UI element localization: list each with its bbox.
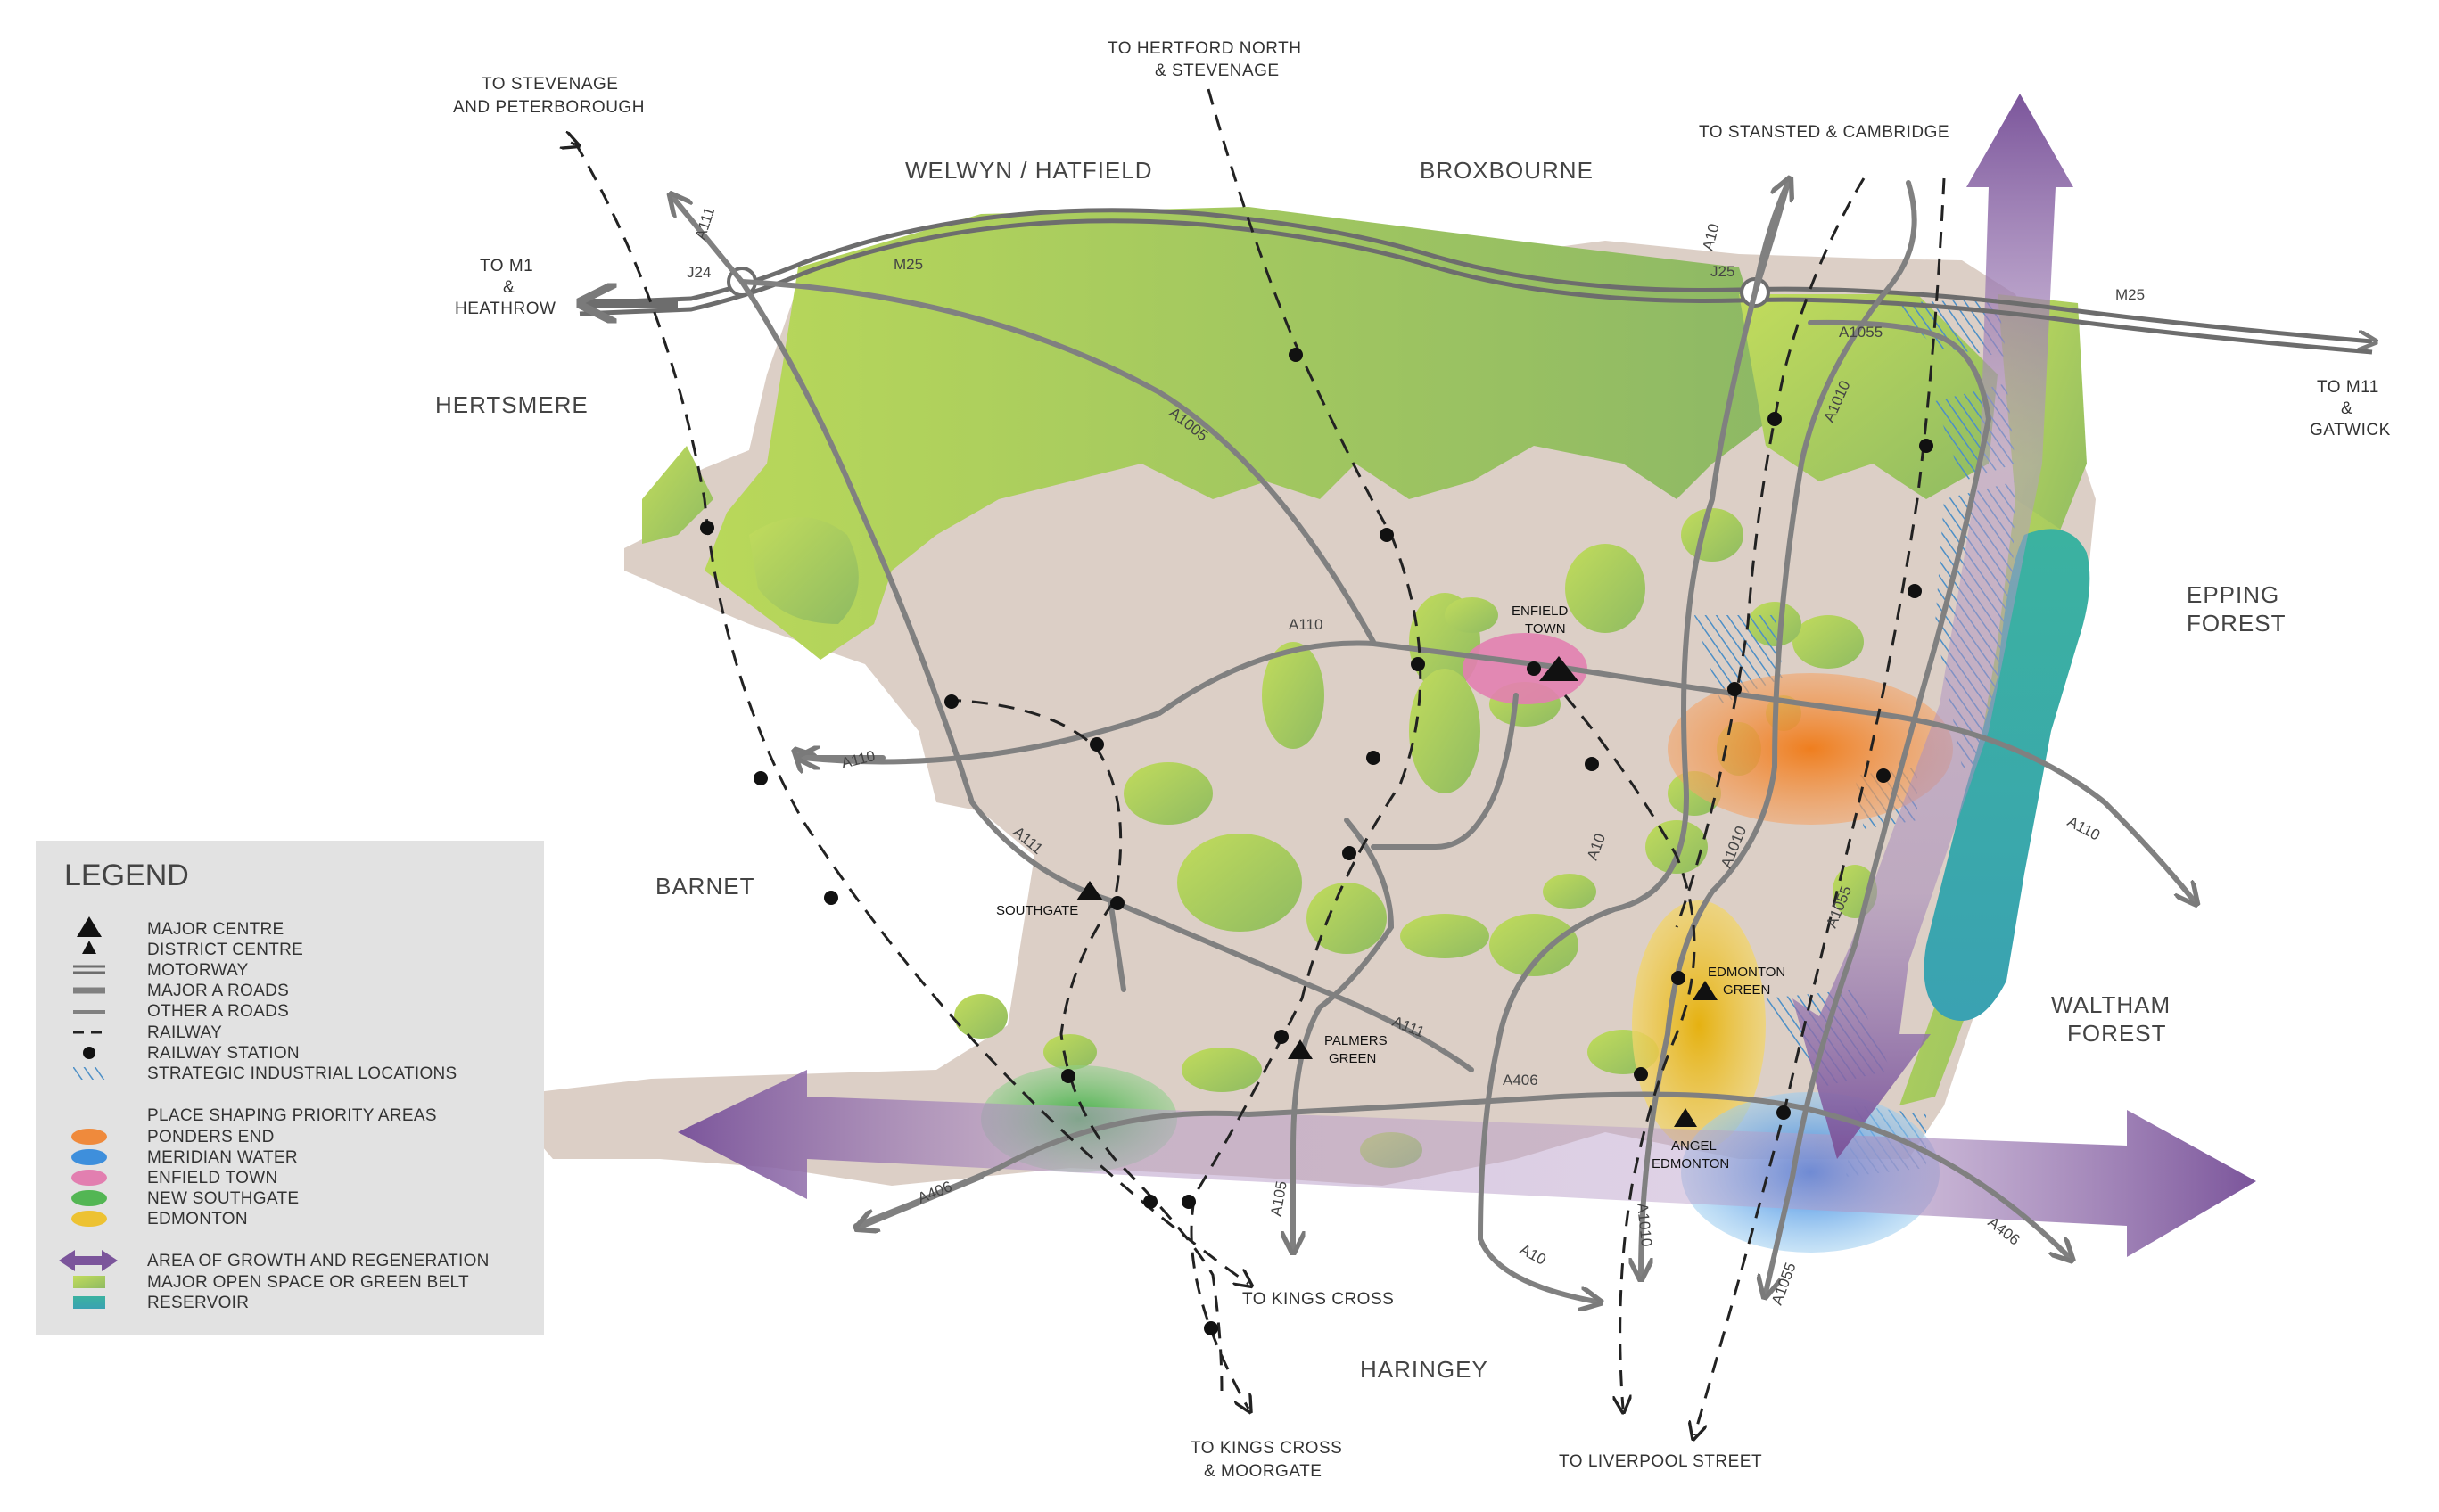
district-centre-edmonton-green: [1693, 981, 1718, 1000]
place-angel-1: ANGEL: [1671, 1138, 1717, 1154]
dest-kings-moorgate-2: & MOORGATE: [1204, 1462, 1322, 1481]
legend-title: LEGEND: [64, 859, 189, 892]
place-edmonton-green-2: GREEN: [1723, 982, 1770, 998]
legend-enfield-town: ENFIELD TOWN: [147, 1169, 277, 1187]
road-m25-east: M25: [2115, 286, 2145, 303]
reservoir: [1924, 529, 2090, 1021]
dest-stevenage-1: TO STEVENAGE: [482, 75, 618, 94]
place-edmonton-green-1: EDMONTON: [1708, 965, 1785, 980]
legend-growth: AREA OF GROWTH AND REGENERATION: [147, 1252, 490, 1270]
legend: LEGEND MAJOR CENTRE DISTRICT CENTRE MOTO…: [36, 841, 544, 1335]
legend-place-shaping: PLACE SHAPING PRIORITY AREAS: [147, 1106, 437, 1125]
label-waltham-1: WALTHAM: [2051, 991, 2171, 1018]
road-a406-mid: A406: [1503, 1072, 1538, 1089]
legend-station: RAILWAY STATION: [147, 1044, 300, 1063]
legend-enfield-town-symbol: [71, 1170, 107, 1186]
legend-ponders-end: PONDERS END: [147, 1128, 275, 1146]
place-enfield-2: TOWN: [1525, 621, 1566, 637]
road-j25: J25: [1710, 263, 1734, 280]
district-centre-palmers-green: [1288, 1040, 1313, 1059]
dest-m11-3: GATWICK: [2310, 421, 2391, 440]
legend-district-centre: DISTRICT CENTRE: [147, 941, 303, 959]
legend-industrial: STRATEGIC INDUSTRIAL LOCATIONS: [147, 1064, 457, 1083]
dest-m1-1: TO M1: [480, 257, 533, 275]
legend-station-symbol: [83, 1047, 95, 1059]
legend-other-a: OTHER A ROADS: [147, 1002, 289, 1021]
place-southgate: SOUTHGATE: [996, 903, 1078, 918]
road-a110-east: A110: [2064, 813, 2103, 844]
label-waltham-2: FOREST: [2067, 1020, 2166, 1047]
road-a1010-south: A1010: [1634, 1202, 1655, 1247]
legend-major-a: MAJOR A ROADS: [147, 982, 289, 1000]
green-west-1: [642, 446, 713, 544]
other-a-roads: [673, 183, 2194, 1302]
place-palmers-2: GREEN: [1329, 1051, 1376, 1066]
label-epping-1: EPPING: [2187, 581, 2279, 608]
enfield-town-area: [1463, 633, 1587, 704]
legend-panel: [36, 841, 544, 1335]
dest-m1-3: HEATHROW: [455, 300, 556, 318]
legend-meridian-water: MERIDIAN WATER: [147, 1148, 298, 1167]
label-broxbourne: BROXBOURNE: [1420, 157, 1594, 184]
district-centre-angel-edmonton: [1674, 1108, 1697, 1127]
legend-motorway: MOTORWAY: [147, 961, 249, 980]
place-enfield-1: ENFIELD: [1512, 604, 1569, 619]
green-west-2: [749, 517, 859, 624]
road-a111-north: A111: [692, 205, 719, 242]
growth-arrow-east-west: [678, 1070, 2256, 1257]
legend-railway: RAILWAY: [147, 1023, 222, 1042]
legend-new-southgate-symbol: [71, 1190, 107, 1206]
dest-liverpool-street: TO LIVERPOOL STREET: [1559, 1452, 1762, 1471]
road-a10-south: A10: [1517, 1241, 1549, 1269]
legend-ponders-end-symbol: [71, 1129, 107, 1145]
legend-new-southgate: NEW SOUTHGATE: [147, 1189, 299, 1208]
road-m25-west: M25: [894, 256, 923, 273]
ponders-end-area: [1668, 673, 1953, 825]
legend-open-space-symbol: [73, 1276, 105, 1288]
legend-motorway-symbol: [73, 965, 105, 974]
dest-kings-moorgate-1: TO KINGS CROSS: [1191, 1439, 1342, 1458]
legend-reservoir-symbol: [73, 1296, 105, 1309]
major-centre-enfield-town: [1539, 656, 1578, 681]
district-centre-southgate: [1076, 881, 1103, 900]
legend-growth-symbol: [59, 1250, 118, 1271]
legend-edmonton: EDMONTON: [147, 1210, 248, 1228]
label-barnet: BARNET: [655, 873, 754, 900]
motorway-m25: [579, 208, 2372, 355]
dest-m11-2: &: [2341, 399, 2352, 418]
legend-district-centre-symbol: [82, 941, 96, 954]
legend-open-space: MAJOR OPEN SPACE OR GREEN BELT: [147, 1273, 469, 1292]
dest-hertford-1: TO HERTFORD NORTH: [1108, 39, 1302, 58]
label-haringey: HARINGEY: [1360, 1356, 1488, 1383]
edmonton-area: [1632, 900, 1766, 1150]
road-a110-north: A110: [1289, 616, 1322, 633]
legend-industrial-symbol: [73, 1067, 105, 1080]
road-j24: J24: [687, 264, 711, 281]
legend-major-centre: MAJOR CENTRE: [147, 920, 284, 939]
place-palmers-1: PALMERS: [1324, 1033, 1388, 1048]
dest-kings-cross: TO KINGS CROSS: [1242, 1290, 1394, 1309]
legend-reservoir: RESERVOIR: [147, 1294, 249, 1312]
label-hertsmere: HERTSMERE: [435, 391, 589, 418]
legend-meridian-water-symbol: [71, 1149, 107, 1165]
road-a10-north: A10: [1700, 222, 1723, 252]
label-welwyn-hatfield: WELWYN / HATFIELD: [905, 157, 1153, 184]
label-epping-2: FOREST: [2187, 610, 2286, 637]
growth-arrow-north-south: [1792, 94, 2073, 1159]
dest-m1-2: &: [503, 278, 515, 297]
dest-stevenage-2: AND PETERBOROUGH: [453, 98, 645, 117]
dest-m11-1: TO M11: [2317, 378, 2379, 397]
legend-major-centre-symbol: [77, 916, 102, 937]
legend-edmonton-symbol: [71, 1211, 107, 1227]
railway-stations: [700, 348, 1933, 1335]
dest-stansted: TO STANSTED & CAMBRIDGE: [1699, 123, 1949, 142]
road-a1055-north: A1055: [1839, 324, 1883, 341]
road-a110-west: A110: [839, 747, 877, 772]
place-angel-2: EDMONTON: [1652, 1156, 1729, 1171]
dest-hertford-2: & STEVENAGE: [1155, 62, 1280, 80]
road-a105: A105: [1267, 1179, 1290, 1217]
